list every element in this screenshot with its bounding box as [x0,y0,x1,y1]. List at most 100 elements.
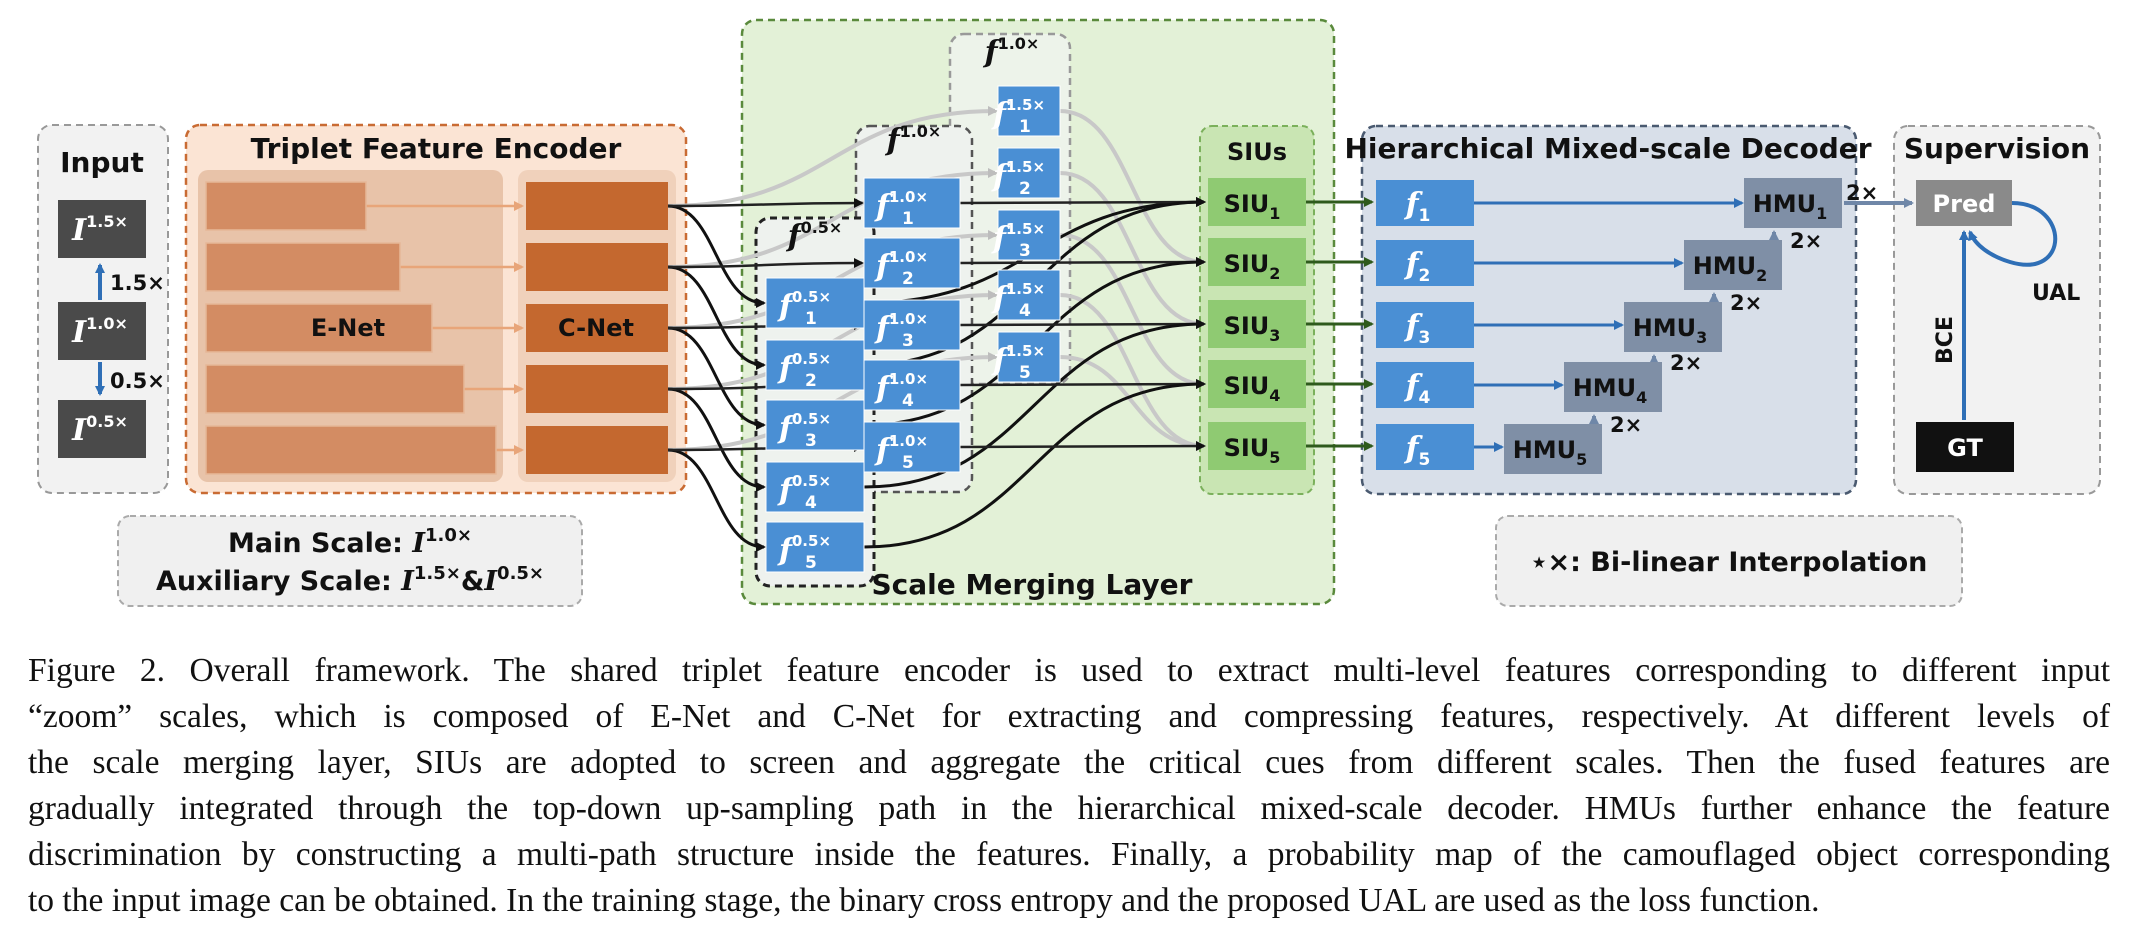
hmu-label-2: HMU2 [1693,252,1768,285]
feature-sup-c10-2: 1.0× [889,248,928,266]
encoder-title: Triplet Feature Encoder [251,132,622,165]
aux-scale-amp: & [461,566,485,597]
input-title: Input [60,146,144,179]
siu-prefix-3: SIU [1224,312,1270,340]
hmu-prefix-3: HMU [1633,314,1696,342]
scales-note-aux: Auxiliary Scale: I1.5×&I0.5× [156,563,544,597]
input-image-label-2: I1.0× [71,314,128,350]
feature-label-c10-5: f1.0×5 [874,432,928,473]
feature-sub-c15-2: 2 [1019,179,1031,199]
feature-c15-1 [997,85,1061,137]
decoder-f-block-2 [1376,240,1474,286]
feature-c15-5 [997,331,1061,383]
siu-sub-5: 5 [1269,448,1280,467]
hmu-sub-3: 3 [1696,328,1707,347]
hmu-up-label-3: 2× [1730,291,1762,315]
input-images: I1.5×I1.0×I0.5× [58,200,146,458]
feature-c10-5 [863,421,961,473]
framework-diagram: Input I1.5×I1.0×I0.5× 1.5× 0.5× Triplet … [37,18,2101,607]
input-image-2 [58,302,146,360]
decoder-f-block-1 [1376,180,1474,226]
feature-c05-5 [765,521,865,573]
feature-sub-c15-3: 3 [1019,241,1031,261]
enet-block-5 [205,425,497,475]
input-image-label-1: I1.5× [71,212,128,248]
siu-label-2: SIU2 [1224,250,1281,283]
aux-scale-prefix: Auxiliary Scale: [156,566,401,597]
f15-to-siu-1 [1059,109,1206,267]
f10-to-siu-1 [959,197,1206,208]
input-image-sup-1: 1.5× [86,212,128,231]
aux-scale-sup-2: 0.5× [497,563,544,584]
caption-line-3: the scale merging layer, SIUs are adopte… [28,744,2110,781]
caption-line-6: to the input image can be obtained. In t… [28,882,1820,919]
cnet-to-f05-3 [667,326,766,430]
siu-block-5 [1208,422,1306,470]
ual-loop-arrow [1968,201,2058,267]
pred-label: Pred [1933,190,1996,218]
siu-label-5: SIU5 [1224,434,1281,467]
aux-scale-symbol-2: I [483,566,498,597]
feature-sub-c10-4: 4 [902,391,914,411]
bce-label: BCE [1933,316,1958,364]
siu-label-4: SIU4 [1224,372,1281,405]
enet-block-2 [205,242,401,292]
cnet-to-f05-5 [667,448,766,552]
feature-sup-c05-2: 0.5× [792,350,831,368]
connections-misc [95,197,2058,455]
figure-caption: Figure 2. Overall framework. The shared … [28,648,2110,924]
f15-to-siu-3 [1059,233,1206,389]
siu-sub-3: 3 [1269,326,1280,345]
sup-up-label: 2× [1846,181,1878,205]
siu-prefix-4: SIU [1224,372,1270,400]
f10-to-siu-5 [959,441,1206,452]
decoder-panel [1360,124,1858,496]
feature-sub-c05-5: 5 [805,553,817,573]
hmu-block-5 [1504,424,1602,474]
cnet-to-f05-4 [667,387,766,492]
hmu-prefix-1: HMU [1753,190,1816,218]
input-image-sup-2: 1.0× [86,314,128,333]
feature-sub-c05-1: 1 [805,309,817,329]
aux-scale-symbol-1: I [400,566,415,597]
feature-c15-2 [997,147,1061,199]
pred-block [1916,180,2012,226]
feature-sup-c10-1: 1.0× [889,188,928,206]
input-image-sup-3: 0.5× [86,412,128,431]
feature-sub-c10-5: 5 [902,453,914,473]
hmu-up-label-4: 2× [1670,351,1702,375]
cnet-to-f10-2 [667,258,864,269]
hmu-prefix-5: HMU [1513,436,1576,464]
feature-c10-1 [863,177,961,229]
hmu-label-1: HMU1 [1753,190,1828,223]
main-scale-symbol: I [411,528,426,559]
feature-sub-c10-1: 1 [902,209,914,229]
siu-title: SIUs [1227,138,1287,166]
gt-label: GT [1947,434,1983,462]
group-sup-1: 0.5× [801,218,843,237]
ual-label: UAL [2032,281,2080,306]
decoder-f-sub-3: 3 [1419,328,1431,348]
feature-sup-c15-1: 1.5× [1006,96,1045,114]
decoder-f-block-5 [1376,424,1474,470]
siu-prefix-2: SIU [1224,250,1270,278]
siu-block-2 [1208,238,1306,286]
feature-blocks: f0.5×1f0.5×2f0.5×3f0.5×4f0.5×5f1.0×1f1.0… [765,85,1061,573]
f10-to-siu-4 [959,379,1206,390]
feature-c10-4 [863,359,961,411]
decoder-f-sub-4: 4 [1419,388,1431,408]
feature-c05-4 [765,461,865,513]
feature-sup-c05-1: 0.5× [792,288,831,306]
feature-c05-1 [765,277,865,329]
siu-block-3 [1208,300,1306,348]
hmu-up-label-5: 2× [1610,413,1642,437]
feature-sub-c15-4: 4 [1019,301,1031,321]
siu-block-4 [1208,360,1306,408]
caption-line-5: discrimination by constructing a multi-p… [28,836,2110,873]
enet-label: E-Net [311,314,385,342]
decoder-f-sub-5: 5 [1419,450,1431,470]
feature-sup-c05-5: 0.5× [792,532,831,550]
aux-scale-sup-1: 1.5× [414,563,461,584]
feature-sub-c10-2: 2 [902,269,914,289]
hmu-block-1 [1744,178,1842,228]
